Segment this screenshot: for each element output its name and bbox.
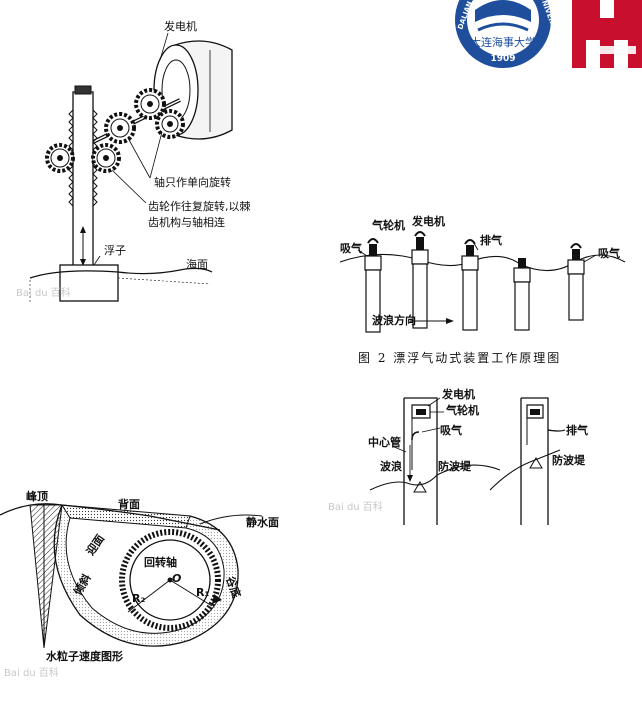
- leader-shaft: [128, 138, 150, 178]
- label-center-pipe: 中心管: [368, 435, 401, 449]
- label-exhaust-3: 排气: [566, 423, 588, 437]
- gear-upper-3: [157, 111, 183, 137]
- label-gear-note-1: 齿轮作往复旋转,以棘: [148, 199, 251, 213]
- monogram-shape: [572, 0, 642, 68]
- label-back: 背面: [118, 497, 140, 511]
- label-generator-3: 发电机: [441, 387, 475, 401]
- label-turbine: 气轮机: [371, 218, 405, 232]
- label-sea: 海面: [186, 257, 208, 271]
- figure-2-caption: 图 2 漂浮气动式装置工作原理图: [358, 350, 561, 365]
- watermark-1: Bai du 百科: [16, 286, 71, 299]
- label-wave-direction: 波浪方向: [372, 313, 416, 327]
- wave-right: [490, 450, 560, 490]
- figure-2-floating-pneumatic: 气轮机 发电机 吸气 排气 吸气 波浪方向 图 2 漂浮气动式装置工作原理图: [340, 214, 625, 365]
- watermark-3: Bai du 百科: [4, 666, 59, 679]
- label-center-o: O: [172, 572, 181, 585]
- red-monogram-logo: [572, 0, 642, 68]
- watermark-2: Bai du 百科: [328, 500, 383, 513]
- gear-right-lower: [93, 145, 119, 171]
- label-velocity: 水粒子速度图形: [46, 649, 123, 663]
- label-crest: 峰顶: [26, 489, 48, 503]
- monogram-bar: [586, 46, 636, 54]
- logo-band-text: 大连海事大学: [470, 35, 536, 49]
- label-turbine-3: 气轮机: [445, 403, 479, 417]
- owc-column-left: [404, 398, 437, 525]
- buoy-unit-5: [568, 244, 584, 320]
- label-wave-3: 波浪: [380, 459, 402, 473]
- label-generator-2: 发电机: [411, 214, 445, 228]
- label-exhaust-2: 排气: [480, 233, 502, 247]
- label-r1: R₁: [196, 586, 209, 599]
- gear-left: [47, 145, 73, 171]
- label-float: 浮子: [104, 244, 126, 257]
- figure-1-ratchet-float: 发电机 轴只作单向旋转 齿轮作往复旋转,以棘 齿机构与轴相连 浮子 海面 Bai…: [16, 19, 251, 302]
- label-intake-right: 吸气: [598, 246, 620, 260]
- sea-surface: [30, 268, 212, 278]
- gear-upper-1: [106, 114, 134, 142]
- figure-4-wave-rotor: 峰顶 背面 静水面 迎面 回转轴 O R₁ R₂ 谷底 倾斜 水粒子速度图形 B…: [0, 489, 279, 679]
- figure-3-breakwater-owc: 发电机 气轮机 吸气 中心管 波浪 防波堤 排气 防波堤 Bai du 百科: [328, 387, 588, 525]
- label-intake-3: 吸气: [440, 423, 462, 437]
- label-front: 迎面: [83, 532, 107, 558]
- rack-pole: [69, 86, 97, 270]
- label-still-water: 静水面: [246, 515, 279, 529]
- buoy-unit-4: [514, 258, 530, 330]
- buoy-unit-3: [462, 240, 478, 330]
- label-breakwater-right: 防波堤: [552, 453, 586, 467]
- label-gear-note-2: 齿机构与轴相连: [148, 215, 225, 229]
- label-breakwater-left: 防波堤: [438, 459, 472, 473]
- label-shaft-note: 轴只作单向旋转: [154, 175, 231, 189]
- label-axis: 回转轴: [144, 555, 177, 569]
- leader-gear: [112, 170, 146, 203]
- university-logo: DALIAN UNIVERSITY 大连海事大学 1909: [455, 0, 562, 68]
- label-intake-left: 吸气: [340, 241, 362, 255]
- logo-year: 1909: [490, 54, 515, 64]
- label-generator: 发电机: [164, 19, 197, 33]
- label-r2: R₂: [132, 592, 145, 605]
